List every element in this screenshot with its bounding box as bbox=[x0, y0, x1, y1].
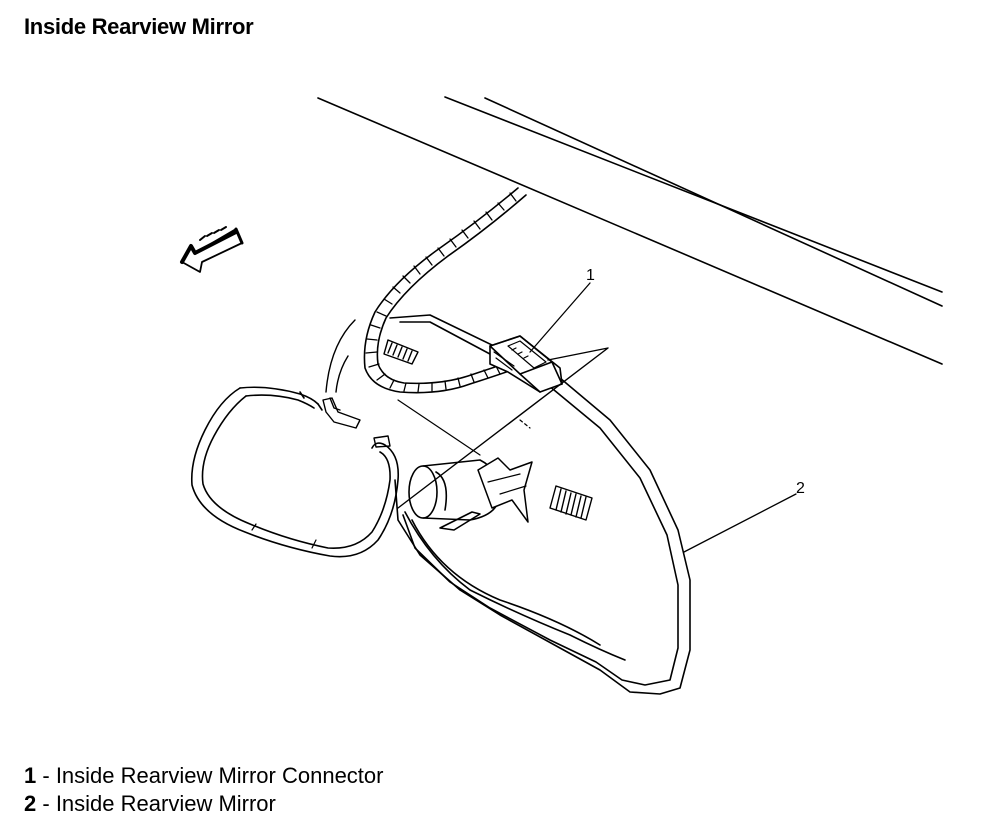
callout-2: 2 bbox=[683, 480, 805, 553]
mirror-diagram: 1 2 bbox=[180, 96, 943, 695]
mirror-housing bbox=[389, 314, 691, 695]
callout-legend: 1 - Inside Rearview Mirror Connector 2 -… bbox=[24, 762, 383, 818]
legend-number: 1 bbox=[24, 763, 37, 788]
callout-number-1: 1 bbox=[586, 267, 595, 284]
connector-view-wedge bbox=[397, 347, 609, 509]
legend-item: 1 - Inside Rearview Mirror Connector bbox=[24, 762, 383, 790]
legend-item: 2 - Inside Rearview Mirror bbox=[24, 790, 383, 818]
stem-view-arrow bbox=[477, 457, 533, 523]
forward-arrow-icon bbox=[180, 226, 244, 273]
legend-separator: - bbox=[36, 791, 56, 816]
legend-number: 2 bbox=[24, 791, 37, 816]
wire-harness bbox=[363, 187, 527, 394]
headliner-lines bbox=[317, 96, 943, 365]
legend-label: Inside Rearview Mirror bbox=[55, 791, 276, 816]
page-title: Inside Rearview Mirror bbox=[24, 14, 254, 39]
removal-arcs bbox=[325, 319, 356, 393]
callout-1: 1 bbox=[529, 267, 595, 353]
mirror-vent-lower bbox=[549, 485, 593, 521]
mirror-clip bbox=[322, 397, 391, 448]
legend-separator: - bbox=[36, 763, 56, 788]
mirror-vent-upper bbox=[383, 339, 419, 365]
callout-number-2: 2 bbox=[796, 480, 805, 497]
mirror-connector bbox=[489, 335, 563, 393]
mirror-glass bbox=[190, 386, 400, 558]
legend-label: Inside Rearview Mirror Connector bbox=[55, 763, 384, 788]
stem-leader bbox=[397, 399, 531, 456]
